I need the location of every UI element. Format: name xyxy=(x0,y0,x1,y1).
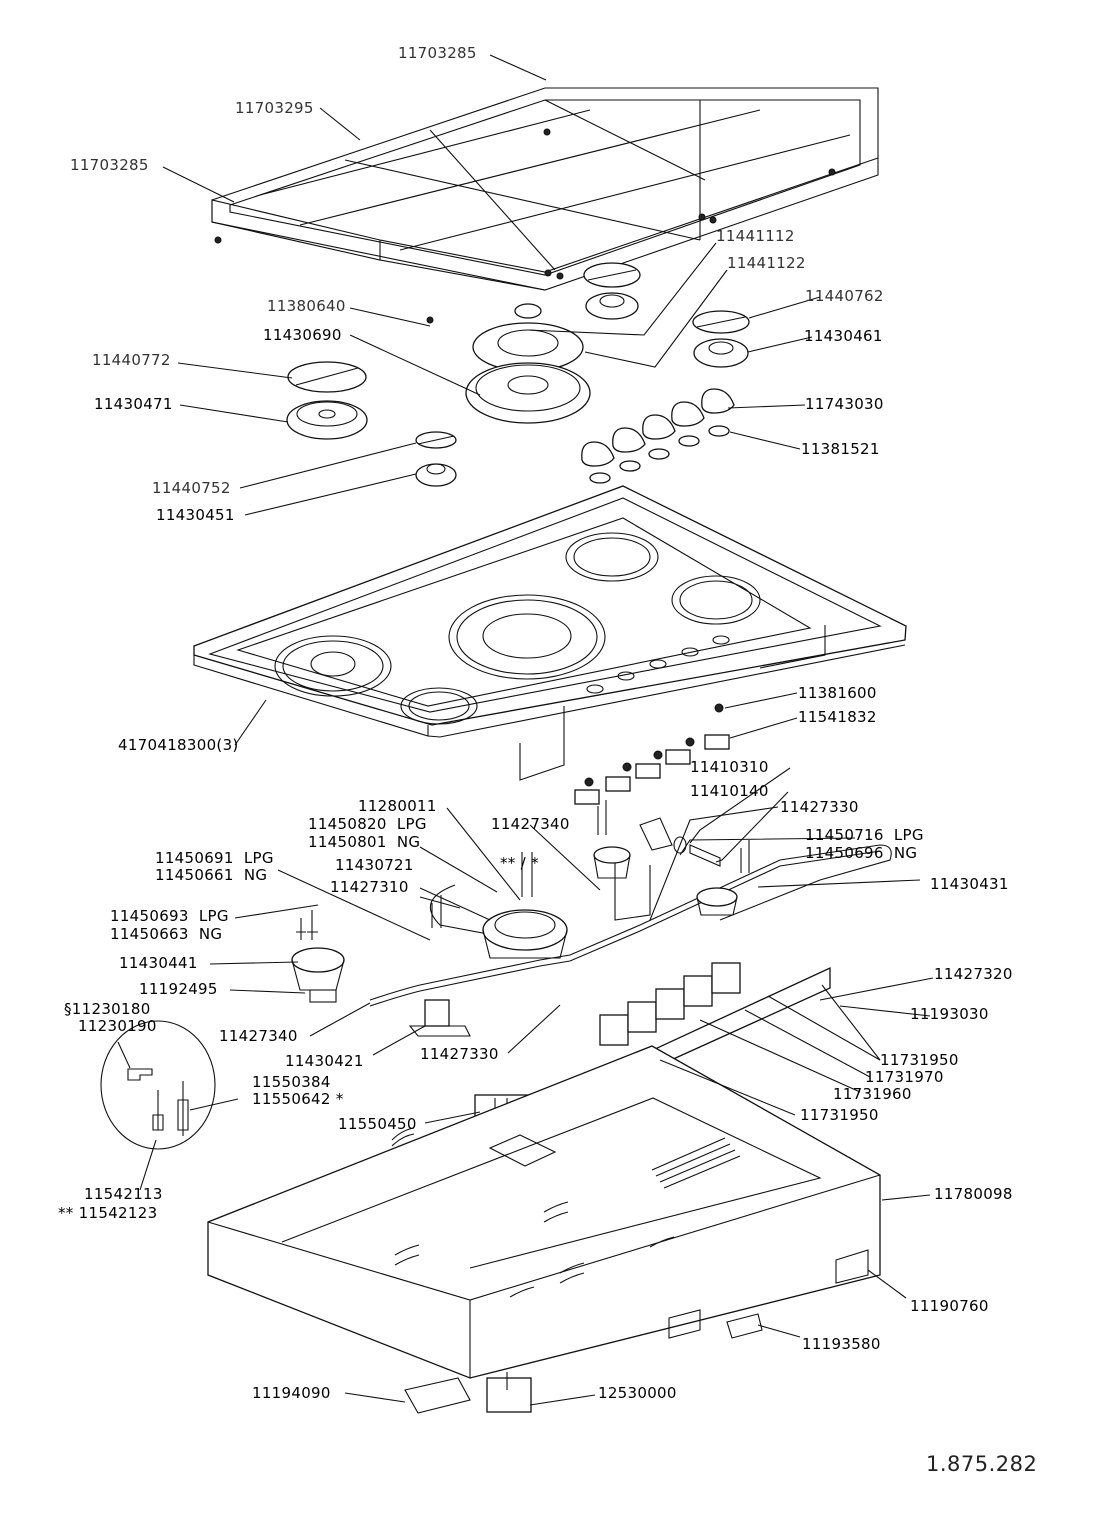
callout-label: 11450716 LPG xyxy=(805,826,924,844)
callout-label: 11410310 xyxy=(690,758,769,776)
detail-circle-drawing xyxy=(100,1020,216,1150)
callout-label: 11450696 NG xyxy=(805,844,918,862)
callout-label: 11430431 xyxy=(930,875,1009,893)
knobs-drawing xyxy=(581,388,735,484)
callout-label: 11430441 xyxy=(119,954,198,972)
callout-label: 11703285 xyxy=(398,44,477,62)
callout-label: 11450691 LPG xyxy=(155,849,274,867)
callout-label: 11410140 xyxy=(690,782,769,800)
callout-label: 11731950 xyxy=(800,1106,879,1124)
callout-label: 11780098 xyxy=(934,1185,1013,1203)
callout-label: 11193030 xyxy=(910,1005,989,1023)
callout-label: 11192495 xyxy=(139,980,218,998)
callout-label: 11440762 xyxy=(805,287,884,305)
callout-label: 11550642 * xyxy=(252,1090,344,1108)
callout-label: 11450801 NG xyxy=(308,833,421,851)
callout-label: 11550384 xyxy=(252,1073,331,1091)
callout-label: 11430471 xyxy=(94,395,173,413)
callout-label: 11542113 xyxy=(84,1185,163,1203)
callout-label: ** 11542123 xyxy=(58,1204,158,1222)
callout-label: 11450661 NG xyxy=(155,866,268,884)
leader-lines xyxy=(117,54,934,1406)
callout-label: 11550450 xyxy=(338,1115,417,1133)
callout-label: 11193580 xyxy=(802,1335,881,1353)
callout-label: 11381521 xyxy=(801,440,880,458)
burners-drawing xyxy=(286,262,750,487)
bottom-box-drawing xyxy=(207,1045,881,1414)
callout-label: 11450693 LPG xyxy=(110,907,229,925)
callout-label: 11427310 xyxy=(330,878,409,896)
callout-label: 11703285 xyxy=(70,156,149,174)
callout-label: 11450663 NG xyxy=(110,925,223,943)
callout-label: 11280011 xyxy=(358,797,437,815)
drawing-reference-number: 1.875.282 xyxy=(926,1452,1038,1476)
callout-label: 11703295 xyxy=(235,99,314,117)
callout-label: 11427330 xyxy=(420,1045,499,1063)
callout-label: 11541832 xyxy=(798,708,877,726)
valves-drawing xyxy=(574,703,730,805)
callout-label: 11440772 xyxy=(92,351,171,369)
callout-label: 11380640 xyxy=(267,297,346,315)
callout-label: §11230180 xyxy=(64,1000,151,1018)
callout-label: 11743030 xyxy=(805,395,884,413)
callout-label: 11731950 xyxy=(880,1051,959,1069)
cooktop-drawing xyxy=(193,485,907,781)
callout-label: 11731970 xyxy=(865,1068,944,1086)
callout-label: 11427340 xyxy=(491,815,570,833)
grates-drawing xyxy=(211,87,879,324)
callout-label: 11430690 xyxy=(263,326,342,344)
callout-label: 11441112 xyxy=(716,227,795,245)
callout-label: 11190760 xyxy=(910,1297,989,1315)
callout-label: 4170418300(3) xyxy=(118,736,239,754)
callout-label: 11440752 xyxy=(152,479,231,497)
callout-label: 12530000 xyxy=(598,1384,677,1402)
callout-label: 11430421 xyxy=(285,1052,364,1070)
callout-label: 11230190 xyxy=(78,1017,157,1035)
electrode-marker: ** / * xyxy=(500,854,539,872)
callout-label: 11731960 xyxy=(833,1085,912,1103)
callout-label: 11430721 xyxy=(335,856,414,874)
callout-label: 11427340 xyxy=(219,1027,298,1045)
callout-label: 11381600 xyxy=(798,684,877,702)
callout-label: 11430461 xyxy=(804,327,883,345)
callout-label: 11194090 xyxy=(252,1384,331,1402)
callout-label: 11427330 xyxy=(780,798,859,816)
callout-label: 11450820 LPG xyxy=(308,815,427,833)
callout-label: 11427320 xyxy=(934,965,1013,983)
callout-label: 11430451 xyxy=(156,506,235,524)
callout-label: 11441122 xyxy=(727,254,806,272)
